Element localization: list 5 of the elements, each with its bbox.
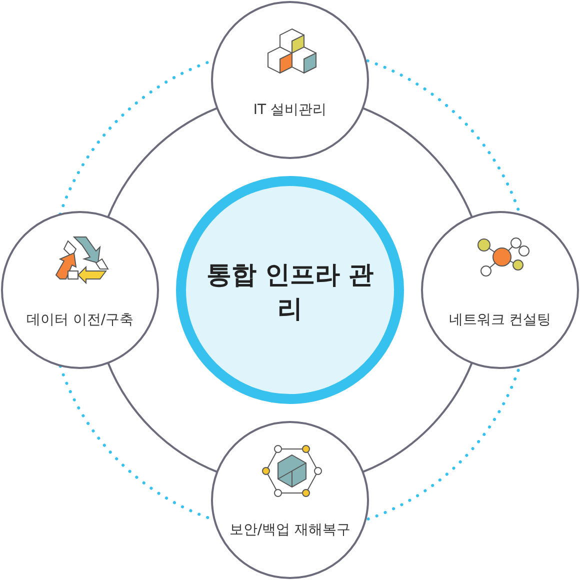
service-label: IT 설비관리	[252, 101, 328, 119]
service-label: 보안/백업 재해복구	[228, 521, 352, 539]
service-label: 데이터 이전/구축	[25, 311, 135, 329]
service-label: 네트워크 컨설팅	[448, 311, 552, 329]
center-title: 통합 인프라 관리	[206, 259, 374, 325]
